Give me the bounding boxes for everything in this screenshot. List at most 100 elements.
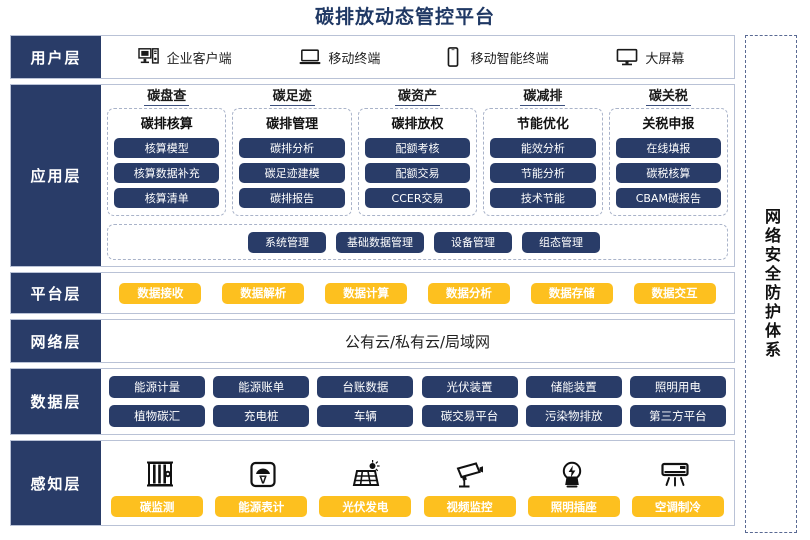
light-bulb-icon xyxy=(557,459,587,491)
layer-body-network: 公有云/私有云/局域网 xyxy=(101,320,734,362)
app-chip[interactable]: 配额考核 xyxy=(364,138,471,158)
data-chip[interactable]: 能源计量 xyxy=(109,376,206,398)
layer-body-platform: 数据接收 数据解析 数据计算 数据分析 数据存储 数据交互 xyxy=(101,273,734,313)
app-chip[interactable]: 核算清单 xyxy=(114,188,220,208)
sense-icon-row: V xyxy=(109,447,726,491)
data-chip[interactable]: 车辆 xyxy=(317,405,414,427)
security-system-panel: 网络安全防护体系 xyxy=(745,35,797,533)
user-item-enterprise-client[interactable]: 企业客户端 xyxy=(107,47,262,67)
security-system-label: 网络安全防护体系 xyxy=(762,208,781,360)
app-chip[interactable]: CBAM碳报告 xyxy=(615,188,722,208)
layer-label-application: 应用层 xyxy=(11,85,101,266)
sense-icon-cell xyxy=(520,459,623,491)
cctv-camera-icon xyxy=(454,459,484,491)
smartphone-icon xyxy=(442,47,464,67)
mgmt-chip-system[interactable]: 系统管理 xyxy=(248,231,326,253)
platform-chip[interactable]: 数据分析 xyxy=(427,282,510,304)
sense-chip[interactable]: 光伏发电 xyxy=(319,496,412,517)
data-chip[interactable]: 植物碳汇 xyxy=(109,405,206,427)
user-item-row: 企业客户端 移动终端 xyxy=(101,36,734,78)
app-chip[interactable]: 在线填报 xyxy=(615,138,722,158)
user-item-label: 大屏幕 xyxy=(645,51,685,67)
user-item-mobile-terminal[interactable]: 移动终端 xyxy=(262,47,417,67)
layer-sense: 感知层 xyxy=(10,440,735,526)
application-group-row: 碳盘查 碳排核算 核算模型 核算数据补充 核算清单 碳足迹 碳排管理 碳排分析 … xyxy=(107,90,729,216)
app-chip[interactable]: 碳排报告 xyxy=(239,188,345,208)
layer-user: 用户层 xyxy=(10,35,735,79)
sense-chip[interactable]: 视频监控 xyxy=(423,496,516,517)
app-chip[interactable]: 能效分析 xyxy=(490,138,596,158)
app-group-carbon-inventory: 碳盘查 碳排核算 核算模型 核算数据补充 核算清单 xyxy=(107,90,227,216)
app-group-carbon-tariff: 碳关税 关税申报 在线填报 碳税核算 CBAM碳报告 xyxy=(608,90,729,216)
group-box: 碳排放权 配额考核 配额交易 CCER交易 xyxy=(357,108,478,216)
app-chip[interactable]: 配额交易 xyxy=(364,163,471,183)
layer-body-user: 企业客户端 移动终端 xyxy=(101,36,734,78)
app-chip[interactable]: 碳税核算 xyxy=(615,163,722,183)
layer-application: 应用层 碳盘查 碳排核算 核算模型 核算数据补充 核算清单 碳足迹 碳排管理 xyxy=(10,84,735,267)
app-chip[interactable]: 碳排分析 xyxy=(239,138,345,158)
group-title: 碳减排 xyxy=(520,90,566,106)
sense-chip-row: 碳监测 能源表计 光伏发电 视频监控 照明插座 空调制冷 xyxy=(109,496,726,517)
sense-chip[interactable]: 空调制冷 xyxy=(631,496,724,517)
platform-chip[interactable]: 数据接收 xyxy=(119,282,202,304)
gas-analyzer-icon xyxy=(145,459,175,491)
platform-chip[interactable]: 数据存储 xyxy=(530,282,613,304)
desktop-tower-icon xyxy=(137,47,160,67)
layer-platform: 平台层 数据接收 数据解析 数据计算 数据分析 数据存储 数据交互 xyxy=(10,272,735,314)
layer-body-data: 能源计量 能源账单 台账数据 光伏装置 储能装置 照明用电 植物碳汇 充电桩 车… xyxy=(101,369,734,434)
mgmt-chip-configuration[interactable]: 组态管理 xyxy=(522,231,600,253)
layer-network: 网络层 公有云/私有云/局域网 xyxy=(10,319,735,363)
layer-body-application: 碳盘查 碳排核算 核算模型 核算数据补充 核算清单 碳足迹 碳排管理 碳排分析 … xyxy=(101,85,734,266)
data-chip[interactable]: 第三方平台 xyxy=(629,405,726,427)
data-chip[interactable]: 台账数据 xyxy=(317,376,414,398)
group-box: 碳排核算 核算模型 核算数据补充 核算清单 xyxy=(107,108,227,216)
data-chip[interactable]: 照明用电 xyxy=(629,376,726,398)
data-chip[interactable]: 污染物排放 xyxy=(525,405,622,427)
layer-label-user: 用户层 xyxy=(11,36,101,78)
mgmt-chip-base-data[interactable]: 基础数据管理 xyxy=(336,231,424,253)
data-chip[interactable]: 碳交易平台 xyxy=(421,405,518,427)
layer-label-sense: 感知层 xyxy=(11,441,101,525)
mgmt-chip-device[interactable]: 设备管理 xyxy=(434,231,512,253)
user-item-label: 移动智能终端 xyxy=(470,51,549,67)
app-chip[interactable]: 节能分析 xyxy=(490,163,596,183)
solar-panel-icon xyxy=(351,459,381,491)
layer-label-data: 数据层 xyxy=(11,369,101,434)
app-chip[interactable]: 核算模型 xyxy=(114,138,220,158)
group-box: 碳排管理 碳排分析 碳足迹建模 碳排报告 xyxy=(232,108,352,216)
platform-chip[interactable]: 数据解析 xyxy=(222,282,305,304)
layer-body-sense: V xyxy=(101,441,734,525)
app-group-carbon-asset: 碳资产 碳排放权 配额考核 配额交易 CCER交易 xyxy=(357,90,478,216)
group-title: 碳盘查 xyxy=(144,90,190,106)
group-subtitle: 碳排放权 xyxy=(391,117,444,132)
air-conditioner-icon xyxy=(660,459,690,491)
layer-label-network: 网络层 xyxy=(11,320,101,362)
sense-chip[interactable]: 能源表计 xyxy=(215,496,308,517)
platform-chip[interactable]: 数据计算 xyxy=(325,282,408,304)
app-chip[interactable]: 核算数据补充 xyxy=(114,163,220,183)
sense-chip[interactable]: 碳监测 xyxy=(111,496,204,517)
sense-icon-cell: V xyxy=(212,459,315,491)
group-box: 关税申报 在线填报 碳税核算 CBAM碳报告 xyxy=(608,108,729,216)
user-item-label: 企业客户端 xyxy=(166,51,232,67)
app-chip[interactable]: CCER交易 xyxy=(364,188,471,208)
laptop-icon xyxy=(299,47,321,67)
sense-chip[interactable]: 照明插座 xyxy=(527,496,620,517)
data-chip[interactable]: 充电桩 xyxy=(213,405,310,427)
data-chip[interactable]: 能源账单 xyxy=(213,376,310,398)
data-chip[interactable]: 光伏装置 xyxy=(421,376,518,398)
group-title: 碳足迹 xyxy=(269,90,315,106)
app-group-carbon-footprint: 碳足迹 碳排管理 碳排分析 碳足迹建模 碳排报告 xyxy=(232,90,352,216)
sense-icon-cell xyxy=(417,459,520,491)
app-chip[interactable]: 碳足迹建模 xyxy=(239,163,345,183)
user-item-smart-mobile-terminal[interactable]: 移动智能终端 xyxy=(418,47,573,67)
network-text: 公有云/私有云/局域网 xyxy=(344,332,491,351)
app-chip[interactable]: 技术节能 xyxy=(490,188,596,208)
group-subtitle: 关税申报 xyxy=(642,117,695,132)
group-subtitle: 节能优化 xyxy=(516,117,569,132)
platform-chip[interactable]: 数据交互 xyxy=(633,282,716,304)
platform-chip-row: 数据接收 数据解析 数据计算 数据分析 数据存储 数据交互 xyxy=(101,273,734,313)
user-item-large-screen[interactable]: 大屏幕 xyxy=(573,47,728,67)
data-chip-row-1: 能源计量 能源账单 台账数据 光伏装置 储能装置 照明用电 xyxy=(109,376,726,398)
data-chip[interactable]: 储能装置 xyxy=(525,376,622,398)
